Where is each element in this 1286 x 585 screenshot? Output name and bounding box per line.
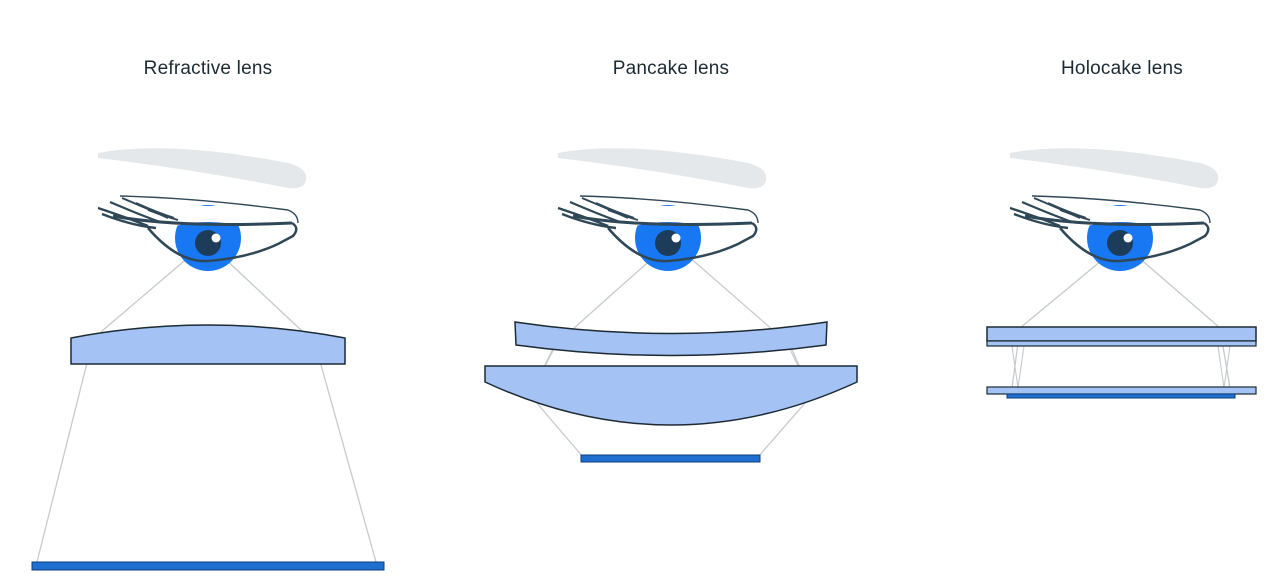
refractive-lens [70,324,346,365]
eye-icon [556,146,768,273]
holocake-lens-film [986,340,1257,347]
refractive-lens-title: Refractive lens [143,58,273,79]
pancake-lens-title: Pancake lens [612,58,730,79]
holocake-lens-lower [986,386,1257,395]
holocake-rays [1011,255,1231,389]
refractive-rays [36,255,377,563]
pancake-rays [529,255,813,458]
pancake-display [580,454,761,463]
pancake-lens-upper [514,321,828,357]
refractive-display [31,561,385,571]
eye-icon [1008,146,1220,273]
holocake-lens-title: Holocake lens [1061,58,1183,79]
holocake-lens-upper [986,326,1257,342]
holocake-display [1006,393,1236,399]
eye-icon [96,146,308,273]
pancake-lens-lower [484,365,858,426]
